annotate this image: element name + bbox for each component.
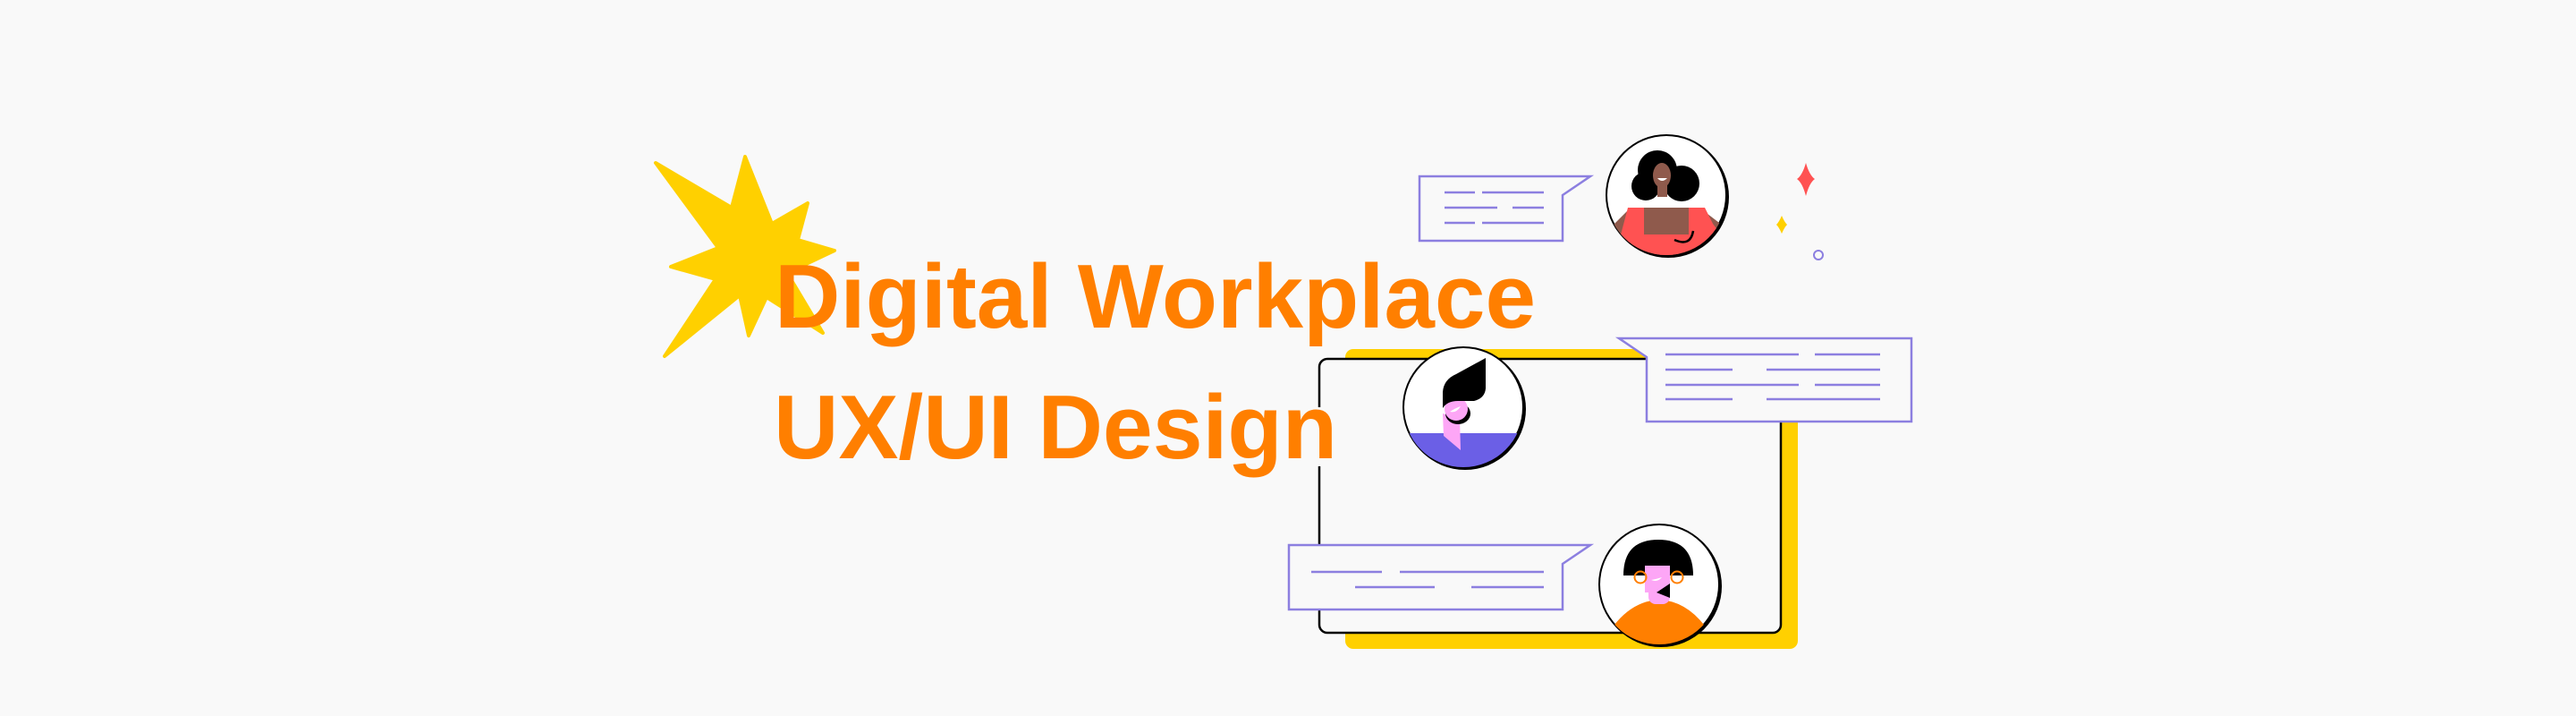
starburst-icon [654,155,836,358]
ring-icon [1813,250,1824,260]
chat-bubble-bottom [1287,543,1595,611]
sparkle-red-icon [1797,163,1815,196]
title-line-2: UX/UI Design [774,378,1337,478]
frame-gap-mask [1315,407,1326,466]
chat-bubble-top [1418,175,1595,243]
avatar-woman-bob-earrings [1598,524,1722,647]
sparkle-yellow-icon [1776,216,1787,234]
title-line-1: Digital Workplace [775,247,1536,347]
chat-bubble-middle [1614,337,1913,423]
avatar-man-quiff [1402,346,1526,470]
avatar-woman-curly-hair [1606,134,1729,258]
